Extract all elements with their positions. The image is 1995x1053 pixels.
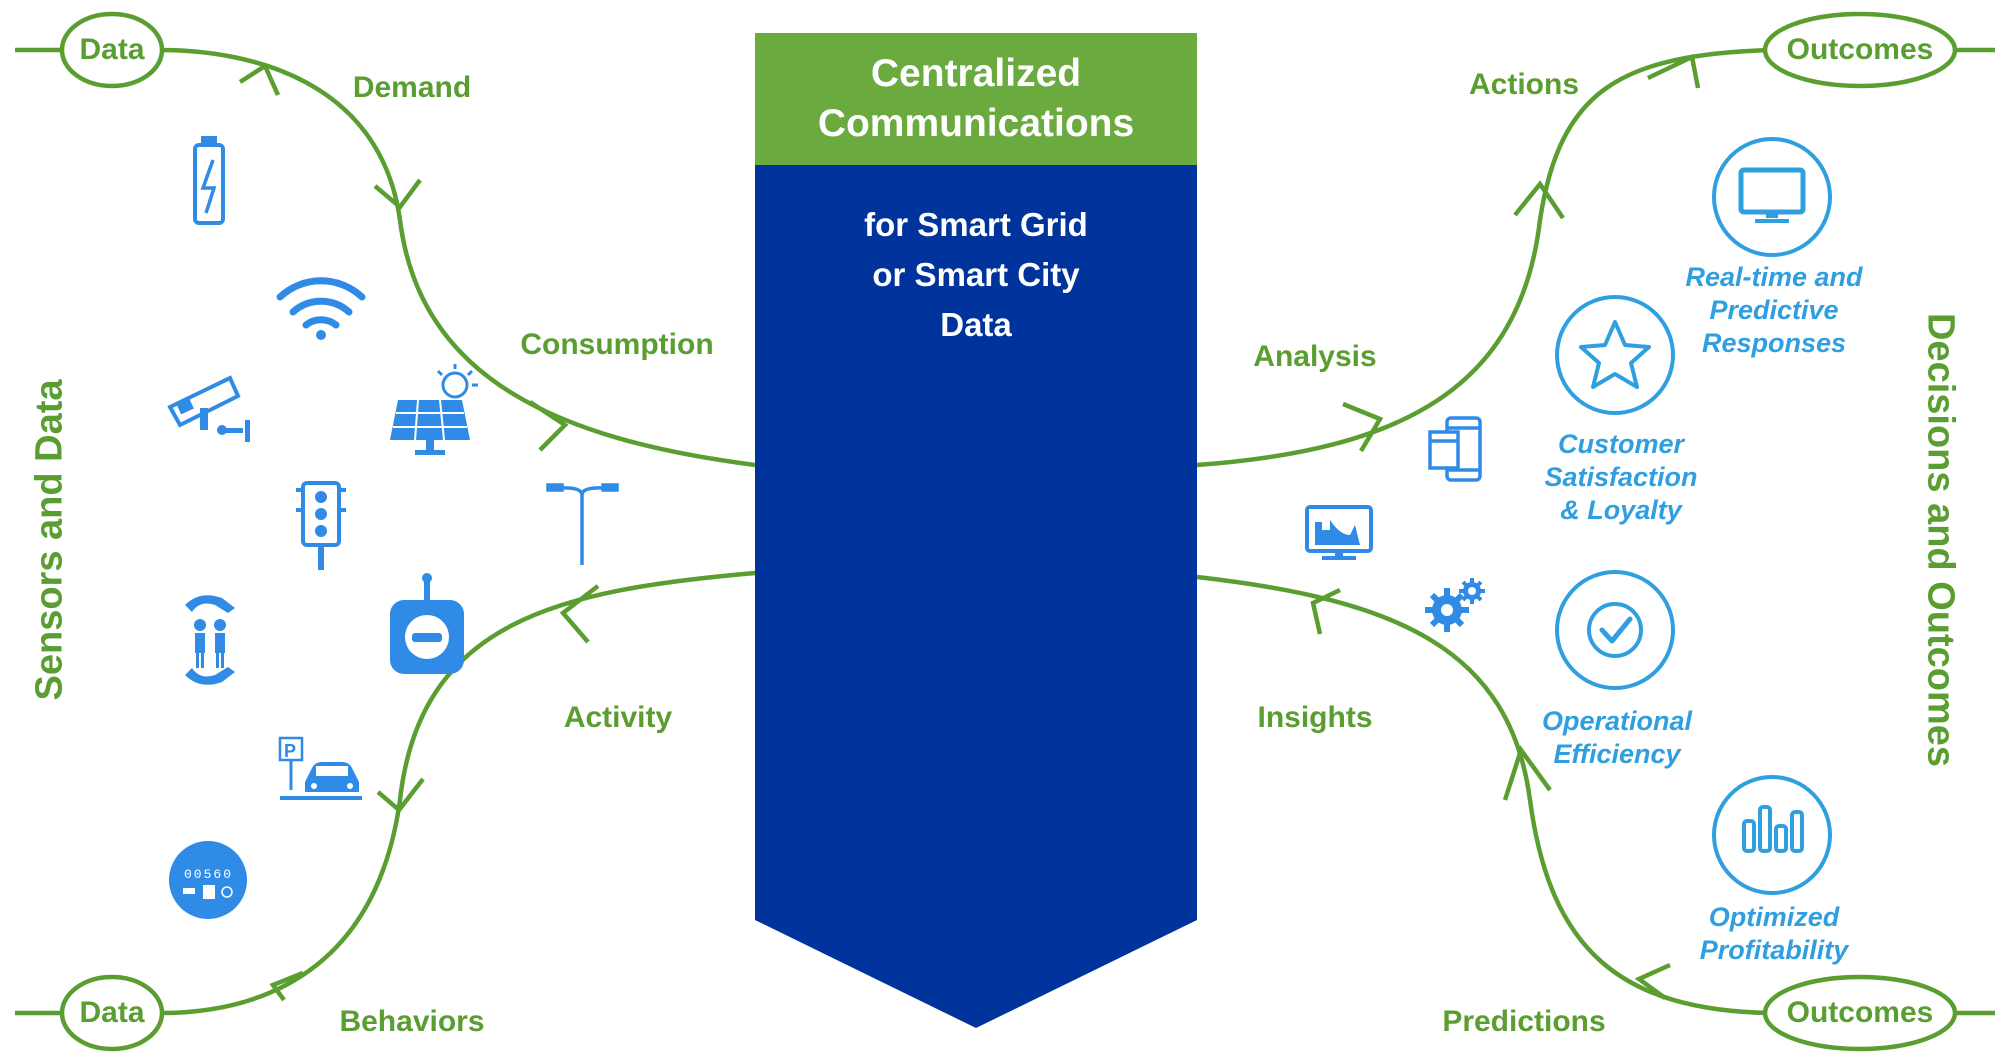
- outcome-profitability-line-2: Profitability: [1699, 935, 1849, 965]
- label-analysis: Analysis: [1253, 340, 1377, 373]
- meter-icon: 00560: [169, 841, 247, 919]
- arrow-actions-2: [1513, 180, 1565, 220]
- center-title: Centralized Communications: [755, 33, 1197, 165]
- outcome-satisfaction-line-2: Satisfaction: [1544, 462, 1698, 492]
- solar-panel-icon: [390, 364, 478, 455]
- right-side-label: Decisions and Outcomes: [1919, 312, 1962, 768]
- outcome-satisfaction-line-3: & Loyalty: [1560, 495, 1682, 525]
- label-activity: Activity: [563, 701, 673, 734]
- tablet-phone-icon: [1428, 416, 1482, 482]
- arrow-demand-2: [373, 178, 422, 211]
- banner-body: [755, 165, 1197, 1028]
- parking-icon: P: [278, 736, 362, 800]
- arrow-demand-1: [238, 62, 281, 96]
- center-subtitle: for Smart Grid or Smart City Data: [755, 200, 1197, 350]
- left-side-label: Sensors and Data: [28, 379, 71, 701]
- outcomes-bottom-node: Outcomes: [1786, 996, 1934, 1029]
- data-top-oval: [59, 11, 165, 89]
- outcome-efficiency-line-2: Efficiency: [1553, 739, 1681, 769]
- label-demand: Demand: [352, 71, 472, 104]
- outcome-realtime-text: Real-time and Predictive Responses: [1685, 261, 1862, 360]
- meter-reading: 00560: [184, 867, 233, 882]
- check-icon: [1587, 602, 1643, 658]
- wifi-icon: [276, 277, 366, 340]
- data-top-node: Data: [79, 33, 145, 66]
- arrow-activity: [559, 584, 600, 644]
- outcome-satisfaction-text: Customer Satisfaction & Loyalty: [1544, 428, 1697, 527]
- realtime-circle: [1712, 137, 1832, 257]
- star-icon: [1579, 320, 1651, 389]
- center-subtitle-line-2: or Smart City: [872, 256, 1080, 293]
- center-subtitle-line-3: Data: [940, 306, 1012, 343]
- arrow-actions-1: [1647, 53, 1701, 89]
- flow-bottom-right: [1196, 574, 1995, 1016]
- flow-top-left: [15, 47, 756, 468]
- center-title-line-1: Centralized: [870, 52, 1082, 95]
- display-icon: [1738, 167, 1806, 223]
- street-light-icon: [546, 483, 619, 565]
- outcome-profitability-line-1: Optimized: [1708, 902, 1840, 932]
- arrow-predictions-1: [1502, 745, 1552, 801]
- node-ovals: [59, 11, 1958, 1052]
- center-title-line-2: Communications: [817, 102, 1135, 145]
- outcomes-bottom-oval: [1762, 974, 1958, 1052]
- outcomes-top-node: Outcomes: [1786, 33, 1934, 66]
- battery-icon: [193, 136, 225, 225]
- outcome-profitability-text: Optimized Profitability: [1700, 901, 1849, 967]
- data-bottom-oval: [59, 974, 165, 1052]
- svg-text:P: P: [284, 741, 296, 761]
- satisfaction-circle: [1555, 295, 1675, 415]
- flow-top-right: [1196, 47, 1995, 468]
- traffic-light-icon: [296, 481, 346, 570]
- outcome-realtime-line-3: Responses: [1701, 328, 1847, 358]
- label-predictions: Predictions: [1442, 1005, 1606, 1038]
- flow-bottom-left: [15, 570, 756, 1016]
- efficiency-circle: [1555, 570, 1675, 690]
- arrow-analysis: [1342, 401, 1384, 453]
- family-care-icon: [185, 595, 235, 685]
- monitor-chart-icon: [1305, 505, 1373, 560]
- security-camera-icon: [167, 375, 250, 442]
- banner-header: [755, 33, 1197, 165]
- outcome-realtime-line-1: Real-time and: [1685, 262, 1863, 292]
- arrow-insights: [1310, 587, 1341, 635]
- flow-lines: [15, 47, 1995, 1016]
- label-insights: Insights: [1257, 701, 1373, 734]
- arrow-behaviors-2: [269, 970, 304, 1002]
- bar-chart-icon: [1742, 805, 1804, 853]
- arrow-behaviors-1: [376, 777, 425, 814]
- data-bottom-node: Data: [79, 996, 145, 1029]
- outcome-efficiency-line-1: Operational: [1541, 706, 1693, 736]
- sensor-device-icon: [390, 573, 464, 674]
- gears-icon: [1425, 578, 1485, 632]
- profitability-circle: [1712, 775, 1832, 895]
- arrow-consumption: [528, 400, 569, 452]
- label-consumption: Consumption: [520, 328, 714, 361]
- center-subtitle-line-1: for Smart Grid: [864, 206, 1088, 243]
- outcome-efficiency-text: Operational Efficiency: [1542, 705, 1692, 771]
- outcomes-top-oval: [1762, 11, 1958, 89]
- label-behaviors: Behaviors: [339, 1005, 485, 1038]
- outcome-realtime-line-2: Predictive: [1709, 295, 1839, 325]
- center-banner: [755, 33, 1197, 1028]
- label-actions: Actions: [1468, 68, 1580, 101]
- outcome-satisfaction-line-1: Customer: [1557, 429, 1685, 459]
- arrow-predictions-2: [1634, 962, 1671, 1000]
